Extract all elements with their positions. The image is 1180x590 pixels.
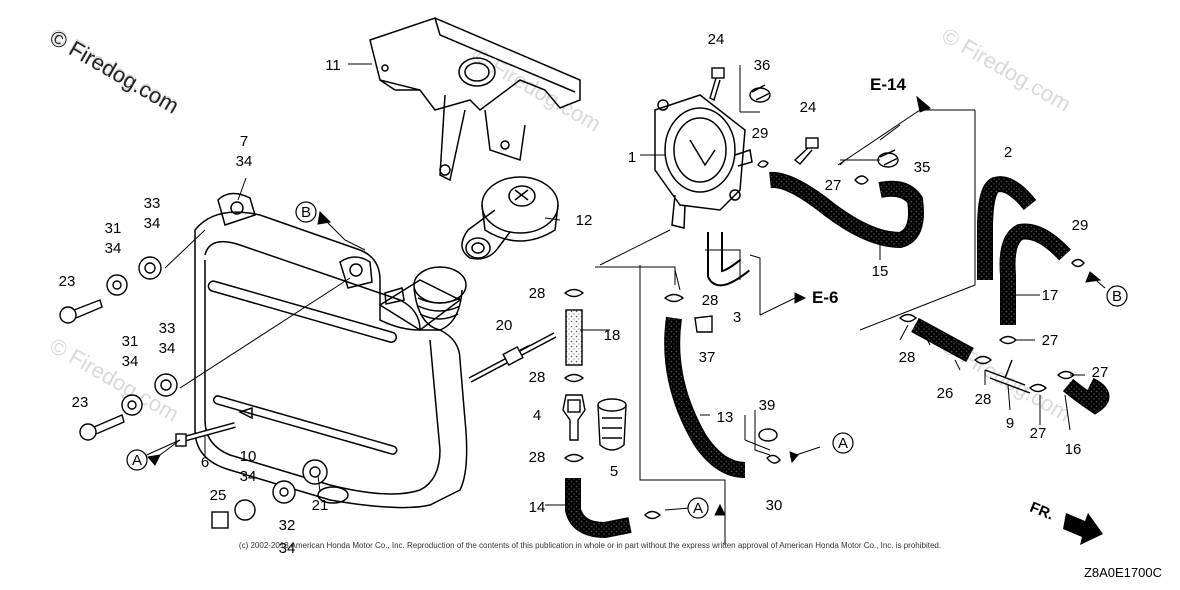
callout-34-a[interactable]: 34 bbox=[236, 153, 253, 170]
bolt-24a bbox=[711, 67, 725, 79]
callout-18[interactable]: 18 bbox=[604, 327, 621, 344]
callout-28-b[interactable]: 28 bbox=[529, 369, 546, 386]
callout-34-f[interactable]: 34 bbox=[240, 468, 257, 485]
callout-15[interactable]: 15 bbox=[872, 263, 889, 280]
callout-33-b[interactable]: 33 bbox=[159, 320, 176, 337]
callout-14[interactable]: 14 bbox=[529, 499, 546, 516]
callout-25[interactable]: 25 bbox=[210, 487, 227, 504]
section-ref-e6[interactable]: E-6 bbox=[812, 288, 838, 307]
circle-ref-b1-label[interactable]: B bbox=[301, 204, 311, 221]
callout-1[interactable]: 1 bbox=[628, 149, 636, 166]
watermark-2: © Firedog.com bbox=[468, 43, 606, 137]
callout-32[interactable]: 32 bbox=[279, 517, 296, 534]
callout-21[interactable]: 21 bbox=[312, 497, 329, 514]
callout-11[interactable]: 11 bbox=[325, 57, 341, 74]
callout-12[interactable]: 12 bbox=[576, 212, 593, 229]
fuel-pump bbox=[654, 94, 753, 229]
callout-27-a[interactable]: 27 bbox=[825, 177, 842, 194]
circle-ref-labels: B B A A A bbox=[132, 204, 1122, 517]
leader-lines bbox=[139, 63, 1085, 545]
callout-34-g[interactable]: 34 bbox=[279, 540, 296, 557]
watermark-3: © Firedog.com bbox=[938, 23, 1076, 117]
watermark-main: © Firedog.com bbox=[46, 25, 184, 119]
callout-6[interactable]: 6 bbox=[201, 454, 209, 471]
callout-28-c[interactable]: 28 bbox=[529, 449, 546, 466]
small-hardware bbox=[563, 67, 1085, 520]
section-ref-e14[interactable]: E-14 bbox=[870, 75, 906, 94]
front-direction-label: FR. bbox=[1027, 499, 1056, 524]
callout-7[interactable]: 7 bbox=[240, 133, 248, 150]
circle-ref-b2 bbox=[1106, 285, 1128, 307]
front-direction-arrow bbox=[1063, 513, 1103, 545]
circle-ref-b1 bbox=[295, 201, 317, 223]
callout-16[interactable]: 16 bbox=[1065, 441, 1082, 458]
callout-29-a[interactable]: 29 bbox=[752, 125, 769, 142]
tank-bracket bbox=[369, 17, 581, 182]
circle-ref-a2-label[interactable]: A bbox=[838, 435, 848, 452]
callout-33-a[interactable]: 33 bbox=[144, 195, 161, 212]
circle-ref-group bbox=[126, 201, 1128, 519]
filter-and-fittings bbox=[59, 256, 1031, 529]
fuel-cap bbox=[461, 176, 559, 260]
callout-27-b[interactable]: 27 bbox=[1042, 332, 1059, 349]
callout-20[interactable]: 20 bbox=[496, 317, 513, 334]
callout-13[interactable]: 13 bbox=[717, 409, 734, 426]
callout-39[interactable]: 39 bbox=[759, 397, 776, 414]
callout-17[interactable]: 17 bbox=[1042, 287, 1059, 304]
callout-26[interactable]: 26 bbox=[937, 385, 954, 402]
circle-ref-b2-label[interactable]: B bbox=[1112, 288, 1122, 305]
circle-ref-a2 bbox=[832, 432, 854, 454]
circle-ref-a3-label[interactable]: A bbox=[693, 500, 703, 517]
callout-23-a[interactable]: 23 bbox=[59, 273, 76, 290]
callout-34-e[interactable]: 34 bbox=[122, 353, 139, 370]
callout-3[interactable]: 3 bbox=[733, 309, 741, 326]
callout-28-a[interactable]: 28 bbox=[529, 285, 546, 302]
copyright-notice: (c) 2002-2013 American Honda Motor Co., … bbox=[238, 541, 942, 550]
callout-28-f[interactable]: 28 bbox=[975, 391, 992, 408]
callout-34-c[interactable]: 34 bbox=[105, 240, 122, 257]
callout-9[interactable]: 9 bbox=[1006, 415, 1014, 432]
callout-34-b[interactable]: 34 bbox=[144, 215, 161, 232]
callout-24-b[interactable]: 24 bbox=[800, 99, 817, 116]
callout-24-a[interactable]: 24 bbox=[708, 31, 725, 48]
callout-5[interactable]: 5 bbox=[610, 463, 618, 480]
callout-labels: 11 7 34 33 34 31 34 23 33 34 31 34 23 6 … bbox=[59, 31, 1109, 557]
callout-31-a[interactable]: 31 bbox=[105, 220, 122, 237]
callout-4[interactable]: 4 bbox=[533, 407, 541, 424]
callout-29-b[interactable]: 29 bbox=[1072, 217, 1089, 234]
callout-27-c[interactable]: 27 bbox=[1092, 364, 1109, 381]
circle-ref-a3 bbox=[687, 497, 709, 519]
callout-30[interactable]: 30 bbox=[766, 497, 783, 514]
front-direction-indicator: FR. bbox=[1027, 499, 1103, 545]
callout-36[interactable]: 36 bbox=[754, 57, 771, 74]
callout-28-d[interactable]: 28 bbox=[702, 292, 719, 309]
callout-27-d[interactable]: 27 bbox=[1030, 425, 1047, 442]
hoses bbox=[565, 171, 1110, 539]
callout-28-e[interactable]: 28 bbox=[899, 349, 916, 366]
fuel-tank bbox=[194, 192, 468, 509]
callout-2[interactable]: 2 bbox=[1004, 144, 1012, 161]
callout-34-d[interactable]: 34 bbox=[159, 340, 176, 357]
callout-37[interactable]: 37 bbox=[699, 349, 716, 366]
callout-23-b[interactable]: 23 bbox=[72, 394, 89, 411]
circle-ref-a1 bbox=[126, 449, 148, 471]
diagram-code: Z8A0E1700C bbox=[1083, 565, 1162, 580]
callout-31-b[interactable]: 31 bbox=[122, 333, 139, 350]
circle-ref-a1-label[interactable]: A bbox=[132, 452, 142, 469]
callout-35[interactable]: 35 bbox=[914, 159, 931, 176]
callout-10[interactable]: 10 bbox=[240, 448, 257, 465]
reference-arrows bbox=[147, 95, 1106, 516]
